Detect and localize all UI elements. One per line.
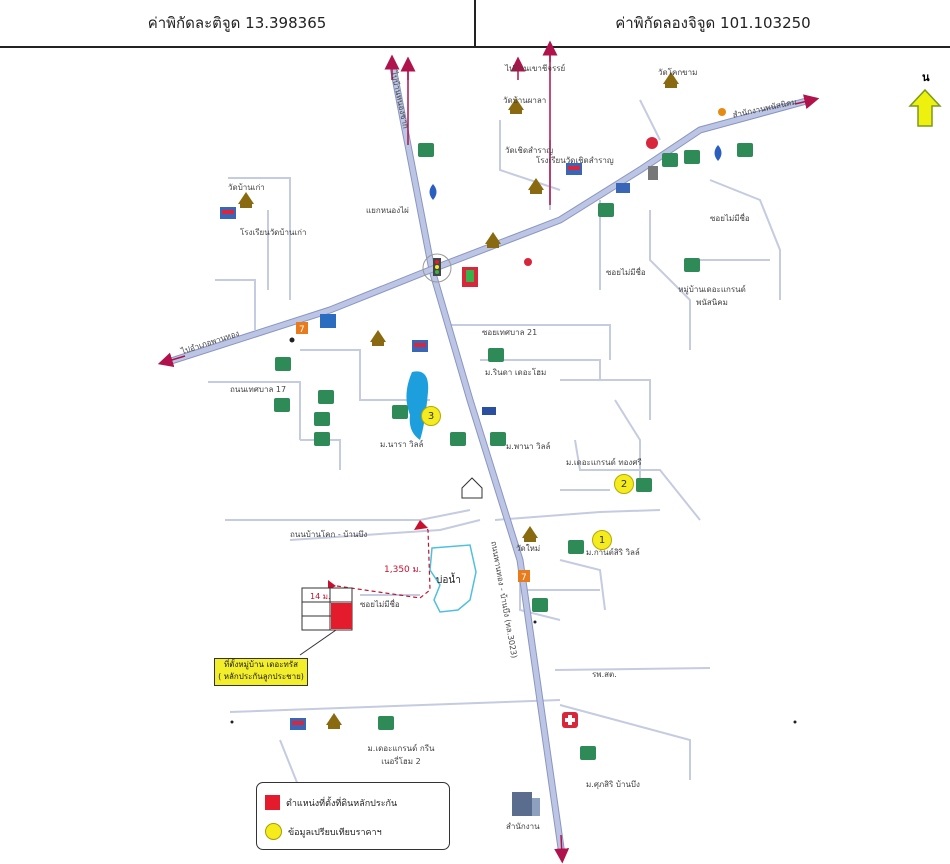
- soi-label: ซอยไม่มีชื่อ: [606, 268, 646, 277]
- village-label: ม.รินดา เดอะโฮม: [485, 368, 547, 377]
- legend-yellow-circle-icon: [265, 823, 282, 840]
- temple-icon: [238, 72, 679, 729]
- village-label: ม.นารา วิลล์: [380, 440, 424, 449]
- legend-compare-label: ข้อมูลเปรียบเทียบราคาฯ: [288, 827, 382, 838]
- road-label: ถนนเทศบาล 17: [230, 385, 287, 394]
- pond-label: บ่อน้ำ: [436, 575, 461, 586]
- main-roads: [166, 61, 811, 856]
- legend-red-square-icon: [265, 795, 280, 810]
- north-letter: น: [922, 71, 930, 84]
- misc-building-icon: [482, 166, 658, 415]
- svg-text:7: 7: [521, 573, 527, 583]
- hospital-icon: [562, 712, 578, 728]
- office-building-icon: [512, 792, 540, 816]
- wat-label: วัดใหม่: [516, 544, 541, 553]
- house-icon: [461, 477, 483, 499]
- convenience-store-icon: 7 7: [296, 314, 530, 583]
- water-body: [406, 371, 429, 440]
- crossroad-label: แยกหนองไผ่: [366, 206, 409, 215]
- village-label: ม.กานต์สิริ วิลล์: [586, 548, 640, 557]
- office-label: สำนักงาน: [506, 822, 540, 831]
- minor-roads: [208, 99, 781, 791]
- road-label: ถนนบ้านโคก - บ้านบึง: [290, 530, 368, 539]
- legend-row-land: ตำแหน่งที่ตั้งที่ดินหลักประกัน: [265, 795, 397, 810]
- wat-label: วัดโคกขาม: [658, 68, 698, 77]
- poi-dot: [289, 337, 295, 343]
- soi-label: ซอยไม่มีชื่อ: [360, 600, 400, 609]
- poi-dot: [230, 720, 234, 724]
- area-label: รพ.สต.: [592, 670, 617, 679]
- wat-label: วัดบ้านผาลา: [503, 96, 547, 105]
- legend-land-label: ตำแหน่งที่ตั้งที่ดินหลักประกัน: [286, 798, 398, 809]
- longitude-label: ค่าพิกัดลองจิจูด 101.103250: [474, 0, 950, 46]
- village-label: ม.ศุภสิริ บ้านบึง: [586, 780, 640, 789]
- wat-label: วัดเชิดสำราญ: [505, 146, 554, 155]
- gas-station-icon: [429, 108, 726, 200]
- distance-label: 1,350 ม.: [384, 565, 422, 575]
- village-label: ม.พานา วิลล์: [506, 442, 551, 451]
- soi-label: ซอยเทศบาล 21: [482, 328, 538, 337]
- school-label: โรงเรียนวัดบ้านเก่า: [240, 228, 307, 237]
- callout-line1: ที่ตั้งหมู่บ้าน เดอะทรัส: [224, 660, 298, 669]
- village-icon: [274, 143, 753, 760]
- callout-line2: ( หลักประกันลูกประชาย): [218, 672, 304, 681]
- coordinates-header: ค่าพิกัดละติจูด 13.398365 ค่าพิกัดลองจิจ…: [0, 0, 950, 48]
- latitude-label: ค่าพิกัดละติจูด 13.398365: [147, 14, 327, 32]
- road-label-ne-top: ไปบ้านเขาชีจรรย์: [505, 64, 566, 73]
- poi-dot: [793, 720, 797, 724]
- legend-row-compare: ข้อมูลเปรียบเทียบราคาฯ: [265, 823, 382, 840]
- road-arrows: [157, 40, 820, 864]
- wat-label: วัดบ้านเก่า: [228, 183, 265, 192]
- land-plot: [299, 587, 353, 656]
- comparable-marker-1[interactable]: 1: [592, 530, 612, 550]
- poi-dot: [533, 620, 537, 624]
- village-label: ม.เดอะแกรนด์ ทองศรี: [566, 458, 642, 467]
- map-legend: ตำแหน่งที่ตั้งที่ดินหลักประกัน ข้อมูลเปร…: [256, 782, 450, 850]
- north-arrow-icon: [908, 88, 942, 127]
- comparable-marker-2[interactable]: 2: [614, 474, 634, 494]
- village-label: ม.เดอะแกรนด์ กรีนเนอรี่โฮม 2: [367, 744, 435, 766]
- village-label: หมู่บ้านเดอะแกรนด์ พนัสนิคม: [678, 285, 746, 307]
- property-callout: ที่ตั้งหมู่บ้าน เดอะทรัส ( หลักประกันลูก…: [214, 658, 308, 686]
- plot-width-label: 14 ม.: [310, 592, 331, 601]
- soi-label: ซอยไม่มีชื่อ: [710, 214, 750, 223]
- north-indicator: น: [908, 68, 942, 128]
- svg-text:7: 7: [299, 325, 305, 335]
- school-icon: [220, 163, 582, 730]
- school-label: โรงเรียนวัดเชิดสำราญ: [536, 156, 614, 165]
- pond: [429, 544, 477, 613]
- traffic-light-icon: [422, 253, 478, 287]
- comparable-marker-3[interactable]: 3: [421, 406, 441, 426]
